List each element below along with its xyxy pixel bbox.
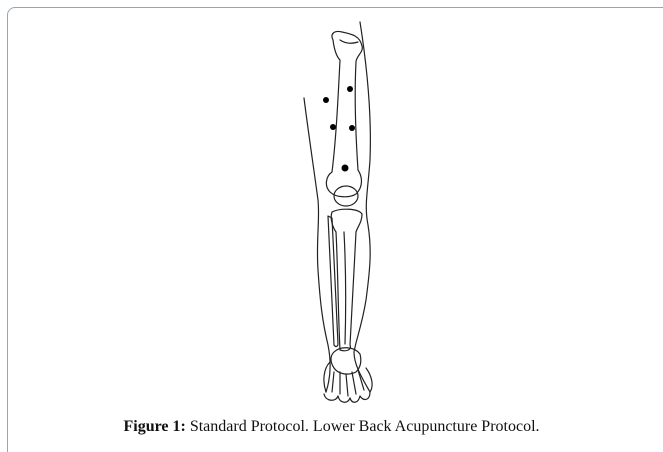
toes: [324, 392, 370, 402]
tibia-inner-line: [344, 232, 346, 344]
acupuncture-points: [323, 86, 355, 172]
femur-head-line: [340, 40, 358, 43]
acupuncture-point: [342, 165, 349, 172]
acupuncture-point: [323, 97, 329, 103]
acupuncture-point: [347, 86, 353, 92]
tibia-bone: [331, 209, 362, 351]
caption-label: Figure 1:: [123, 418, 185, 435]
femur-bone: [326, 31, 362, 196]
caption-text: Standard Protocol. Lower Back Acupunctur…: [186, 418, 540, 435]
acupuncture-point: [330, 124, 336, 130]
acupuncture-point: [349, 125, 355, 131]
ankle-bones: [331, 348, 361, 374]
leg-outline-medial: [354, 22, 370, 392]
figure-caption: Figure 1: Standard Protocol. Lower Back …: [0, 418, 663, 436]
foot-outline: [324, 362, 372, 392]
leg-outline-lateral: [304, 98, 330, 392]
